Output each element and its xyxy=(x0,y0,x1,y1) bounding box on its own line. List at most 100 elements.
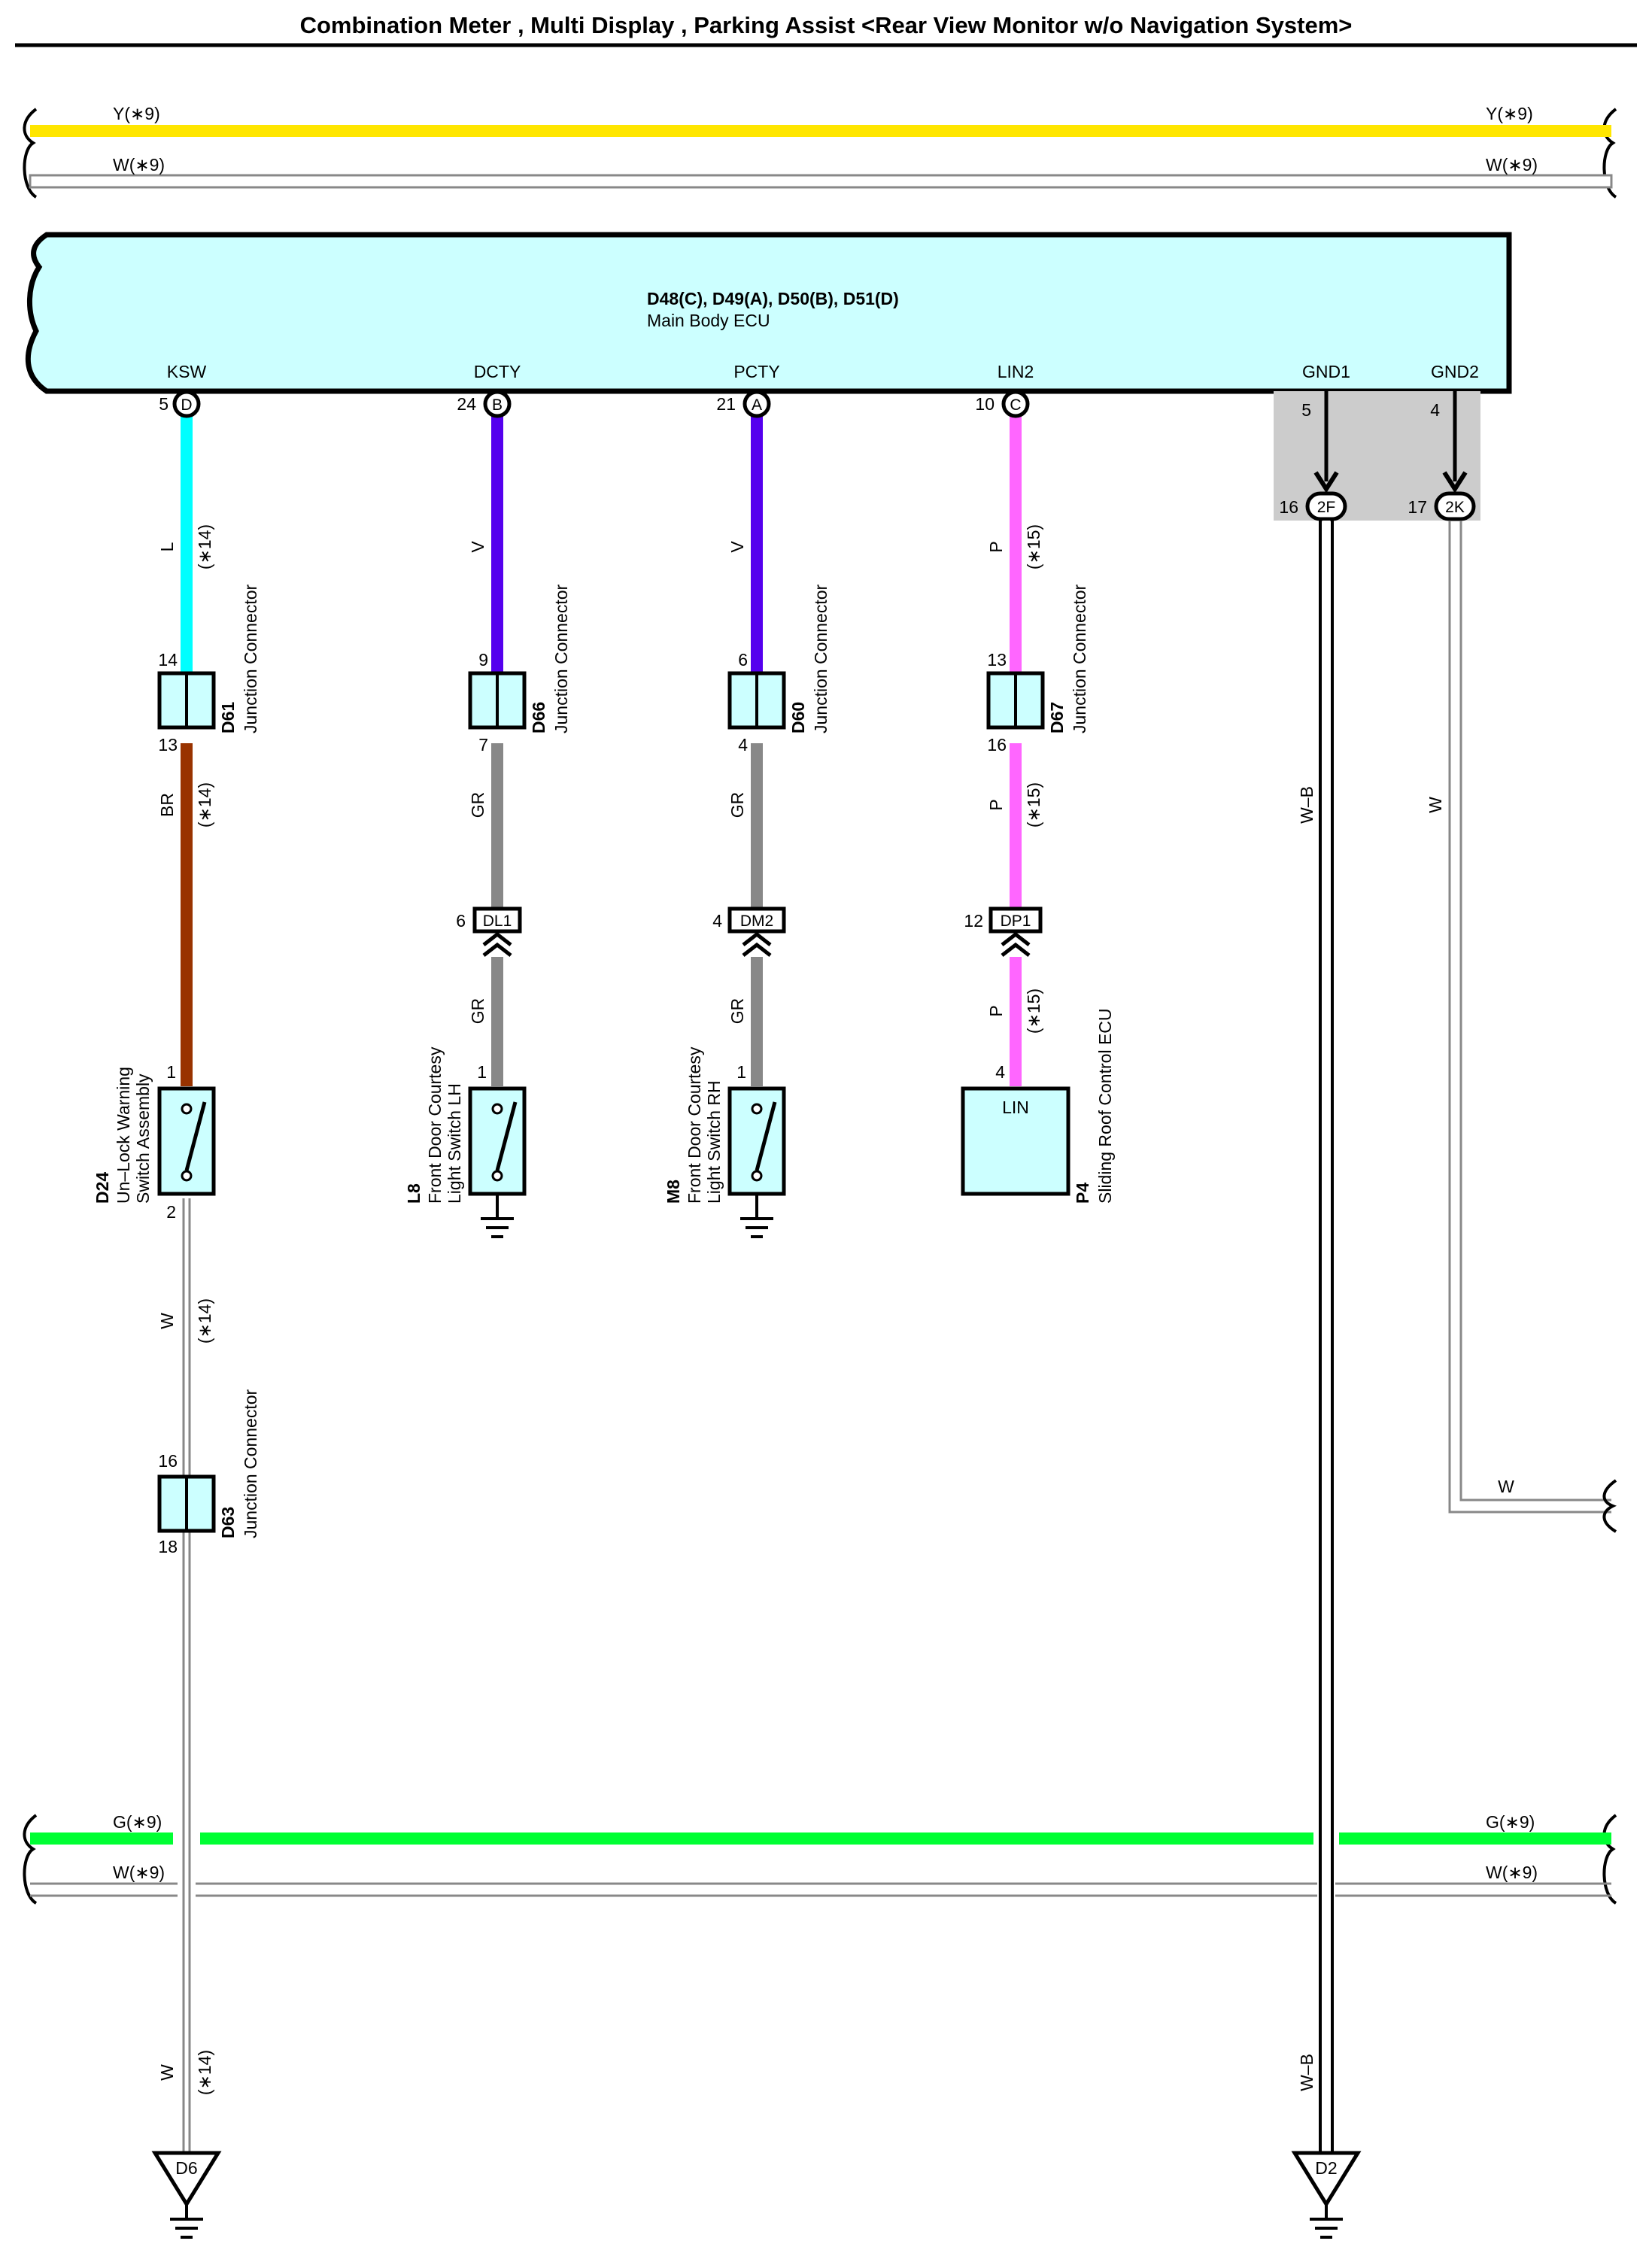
junction-id: D67 xyxy=(1047,702,1067,733)
wire-color-label: P xyxy=(986,541,1006,552)
connector-pin: 4 xyxy=(712,911,722,931)
terminal-name: LIN2 xyxy=(998,362,1034,381)
wire-note: (∗15) xyxy=(1024,988,1043,1034)
wire-color-label: W–B xyxy=(1297,2054,1316,2091)
bus-label-left: W(∗9) xyxy=(113,1863,165,1882)
junction-name: Junction Connector xyxy=(811,584,831,733)
junction-name: Junction Connector xyxy=(241,1389,260,1538)
junction-name: Junction Connector xyxy=(241,584,260,733)
junction-id: D66 xyxy=(529,702,548,733)
component-pin: 4 xyxy=(995,1062,1005,1082)
ksw-circuit: D 5 L (∗14) 14 13 D61 Junction Connector… xyxy=(93,390,260,2239)
wire-color-label: W xyxy=(157,1313,177,1329)
ground-d6-symbol xyxy=(151,2151,222,2208)
component-id: M8 xyxy=(664,1180,683,1204)
junction-pin-top: 16 xyxy=(158,1451,178,1471)
ecu-name: Main Body ECU xyxy=(647,311,770,330)
component-pin: 1 xyxy=(477,1062,487,1082)
pcty-circuit: A 21 V 6 4 D60 Junction Connector GR DM2… xyxy=(664,390,831,1238)
bus-label-right: W(∗9) xyxy=(1486,1863,1538,1882)
connector-pin: 17 xyxy=(1408,497,1427,517)
terminal-name: DCTY xyxy=(474,362,521,381)
ground-id: D6 xyxy=(175,2158,197,2178)
component-id: L8 xyxy=(404,1183,424,1204)
pin-conn: D xyxy=(181,396,192,414)
component-name: Light Switch RH xyxy=(704,1080,724,1204)
connector-id: 2F xyxy=(1317,499,1336,516)
connector-pin: 12 xyxy=(964,911,983,931)
wire-color-label: V xyxy=(727,541,747,553)
bus-label-left: Y(∗9) xyxy=(113,104,160,123)
bus-label-left: G(∗9) xyxy=(113,1812,162,1832)
wire-color-label: L xyxy=(157,542,177,551)
junction-pin-bottom: 7 xyxy=(478,735,488,755)
wire-color-label: GR xyxy=(727,998,747,1025)
bus-wire-g-bottom-mid xyxy=(200,1832,1313,1845)
ground-connector-2f xyxy=(1305,491,1347,521)
pin-conn: A xyxy=(752,396,762,414)
bus-wire-g-bottom-left xyxy=(30,1832,173,1845)
connector-dl1 xyxy=(472,906,522,934)
bus-wire-y-top xyxy=(30,125,1611,137)
lin2-circuit: C 10 P (∗15) 13 16 D67 Junction Connecto… xyxy=(961,390,1115,1204)
main-body-ecu: D48(C), D49(A), D50(B), D51(D) Main Body… xyxy=(25,232,1512,394)
connector-dp1 xyxy=(988,906,1043,934)
connector-id: DL1 xyxy=(483,912,512,930)
wire-color-label: W xyxy=(157,2064,177,2081)
ecu-connectors: D48(C), D49(A), D50(B), D51(D) xyxy=(647,289,899,308)
terminal-name: PCTY xyxy=(733,362,779,381)
component-name: Sliding Roof Control ECU xyxy=(1095,1008,1115,1204)
wire-color-label: GR xyxy=(468,998,487,1025)
wire-note: (∗15) xyxy=(1024,782,1043,827)
junction-name: Junction Connector xyxy=(1070,584,1089,733)
pin-number: 24 xyxy=(457,394,476,414)
component-name: Front Door Courtesy xyxy=(425,1046,445,1204)
wire-color-label: W–B xyxy=(1297,786,1316,824)
connector-pin: 6 xyxy=(456,911,466,931)
junction-pin-top: 14 xyxy=(158,650,178,670)
terminal-name: GND1 xyxy=(1302,362,1350,381)
wire-note: (∗14) xyxy=(195,782,214,827)
bus-label-right: G(∗9) xyxy=(1486,1812,1535,1832)
bus-wire-g-bottom-right xyxy=(1339,1832,1611,1845)
connector-id: DM2 xyxy=(740,912,773,930)
ground-id: D2 xyxy=(1315,2158,1337,2178)
pin-conn: B xyxy=(492,396,503,414)
component-pin: 2 xyxy=(166,1202,176,1222)
component-pin: 1 xyxy=(736,1062,746,1082)
component-name: Un–Lock Warning xyxy=(114,1067,133,1204)
wire-color-label: P xyxy=(986,1005,1006,1016)
wire-note: (∗14) xyxy=(195,524,214,569)
wire-color-label: BR xyxy=(157,793,177,817)
gnd2-circuit: 4 2K 17 W W xyxy=(1408,391,1617,1533)
junction-pin-bottom: 16 xyxy=(987,735,1007,755)
bus-label-left: W(∗9) xyxy=(113,155,165,175)
connector-id: DP1 xyxy=(1001,912,1031,930)
wire-color-label: GR xyxy=(468,792,487,818)
component-name: Switch Assembly xyxy=(133,1073,153,1204)
bus-label-right: Y(∗9) xyxy=(1486,104,1533,123)
ground-connector-2k xyxy=(1434,491,1476,521)
pin-number: 5 xyxy=(159,394,169,414)
page-title: Combination Meter , Multi Display , Park… xyxy=(300,12,1353,38)
connector-id: 2K xyxy=(1445,499,1465,516)
wire-note: (∗15) xyxy=(1024,524,1043,569)
pin-number: 21 xyxy=(716,394,736,414)
terminal-name: GND2 xyxy=(1431,362,1479,381)
junction-id: D60 xyxy=(788,702,808,733)
right-exit-label: W xyxy=(1498,1477,1514,1496)
component-id: D24 xyxy=(93,1172,112,1204)
ecu-p4 xyxy=(961,1086,1070,1196)
junction-pin-top: 9 xyxy=(478,650,488,670)
junction-pin-top: 6 xyxy=(738,650,748,670)
bus-label-right: W(∗9) xyxy=(1486,155,1538,175)
wire-color-label: GR xyxy=(727,792,747,818)
component-name: Front Door Courtesy xyxy=(685,1046,704,1204)
component-name: Light Switch LH xyxy=(445,1083,464,1204)
wire-color-label: P xyxy=(986,799,1006,810)
ecu-pin-circle xyxy=(172,390,201,418)
pin-number: 10 xyxy=(975,394,995,414)
component-pin: 1 xyxy=(166,1062,176,1082)
ground-d2-symbol xyxy=(1291,2151,1362,2208)
